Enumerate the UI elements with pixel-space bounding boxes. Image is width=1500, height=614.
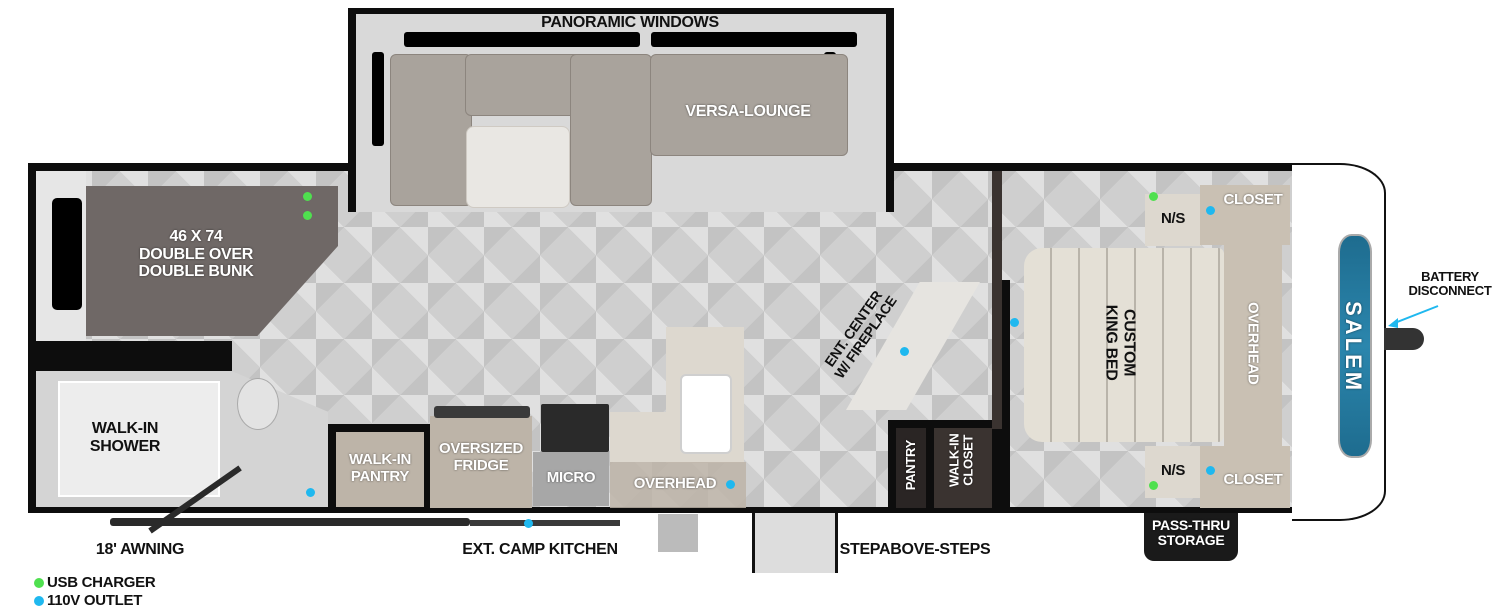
range-oven (541, 404, 609, 452)
closet-top-label: Closet (1223, 191, 1283, 208)
window-right (651, 32, 857, 47)
versa-lounge-sofa (650, 54, 848, 156)
steps-label: StepAbove-Steps (839, 541, 991, 558)
fridge-top (434, 406, 530, 418)
outlet-dot (1206, 206, 1215, 215)
bedroom-divider-wall (992, 171, 1002, 429)
battery-disconnect-label: Battery Disconnect (1400, 269, 1500, 299)
dinette-bench-left (390, 54, 472, 206)
dinette-bench-right (570, 54, 652, 206)
pantry (896, 428, 926, 508)
outlet-legend-icon (34, 596, 44, 606)
shower-label: Walk-In Shower (70, 420, 180, 455)
outlet-dot (726, 480, 735, 489)
overhead-cabinet-kitchen (610, 462, 746, 508)
pass-thru-line1: Pass-Thru (1152, 517, 1230, 533)
usb-charger-dot (1149, 481, 1158, 490)
micro-label: Micro (546, 469, 596, 486)
overhead-cabinet-bedroom (1224, 240, 1282, 446)
fridge-line2: Fridge (453, 456, 509, 474)
overhead-bedroom-label: Overhead (1244, 301, 1262, 385)
outlet-dot (1010, 318, 1019, 327)
legend-item-usb: USB Charger (34, 573, 156, 592)
double-sink (680, 374, 732, 454)
bunk-window (52, 198, 82, 310)
nightstand-bottom-label: N/S (1160, 462, 1186, 479)
outlet-dot (306, 488, 315, 497)
generator-box (658, 514, 698, 552)
bed-line2: King Bed (1103, 304, 1120, 381)
pass-thru-line2: Storage (1157, 532, 1225, 549)
nightstand-top-label: N/S (1160, 210, 1186, 227)
window-left (404, 32, 640, 47)
battery-line2: Disconnect (1408, 283, 1492, 299)
bunk-label: 46 x 74 Double Over Double Bunk (116, 228, 276, 281)
usb-charger-legend-icon (34, 578, 44, 588)
bed-line1: Custom (1120, 308, 1138, 377)
walkin-pantry-line1: Walk-In (348, 451, 412, 468)
shower-pan (58, 381, 220, 497)
battery-arrow-icon (1388, 305, 1439, 328)
walkin-pantry (336, 432, 424, 507)
awning-label: 18' Awning (95, 541, 185, 558)
battery-line1: Battery (1421, 269, 1479, 284)
usb-charger-dot (1149, 192, 1158, 201)
brand-logo-text: SALEM (1341, 301, 1367, 394)
legend-usb-label: USB Charger (47, 573, 156, 591)
camp-kitchen-bar (470, 520, 620, 526)
walkin-pantry-line2: Pantry (350, 467, 410, 485)
pantry-label: Pantry (902, 440, 918, 491)
closet-top (1200, 185, 1290, 245)
closet-bottom (1200, 446, 1290, 508)
kitchen-counter (610, 412, 666, 462)
pass-thru-storage (1144, 513, 1238, 561)
shower-line1: Walk-In (91, 420, 159, 437)
outlet-dot (524, 519, 533, 528)
king-bed (1024, 248, 1224, 442)
camp-kitchen-label: Ext. Camp Kitchen (462, 541, 618, 558)
bathroom-top-wall (36, 341, 232, 371)
fridge-label: Oversized Fridge (426, 440, 536, 474)
overhead-kitchen-label: Overhead (633, 475, 717, 492)
fridge-line1: Oversized (439, 440, 523, 457)
legend-outlet-label: 110V Outlet (47, 591, 143, 609)
walkin-closet-line2: Closet (961, 434, 976, 486)
walkin-closet-label: Walk-In Closet (946, 420, 977, 500)
nightstand-top (1145, 194, 1201, 246)
brand-logo (1338, 234, 1372, 458)
dinette-back (465, 54, 587, 116)
versa-lounge-label: Versa-Lounge (685, 103, 811, 120)
bunk-line2: Double Bunk (138, 263, 254, 281)
walkin-closet (934, 428, 992, 508)
microwave (533, 452, 609, 506)
dinette-table (466, 126, 570, 208)
pass-thru-label: Pass-Thru Storage (1144, 517, 1238, 549)
bedroom-door-jamb (1002, 280, 1010, 508)
hitch-tongue (1384, 328, 1424, 350)
legend: USB Charger 110V Outlet (34, 573, 156, 610)
bunk-line1: Double Over (138, 245, 254, 263)
closet-bottom-label: Closet (1223, 471, 1283, 488)
legend-item-outlet: 110V Outlet (34, 592, 155, 610)
king-bed-label: Custom King Bed (1102, 283, 1138, 403)
usb-charger-dot (303, 211, 312, 220)
awning-bar (110, 518, 470, 526)
window-side-left (372, 52, 384, 146)
bunk-size: 46 x 74 (169, 228, 223, 245)
walkin-pantry-label: Walk-In Pantry (336, 451, 424, 485)
outlet-dot (1206, 466, 1215, 475)
walkin-closet-line1: Walk-In (946, 433, 962, 488)
outlet-dot (900, 347, 909, 356)
entry-steps (752, 513, 838, 573)
toilet (237, 378, 279, 430)
oversized-fridge (430, 416, 532, 508)
panoramic-windows-label: Panoramic Windows (541, 14, 719, 31)
shower-line2: Shower (89, 437, 161, 455)
usb-charger-dot (303, 192, 312, 201)
